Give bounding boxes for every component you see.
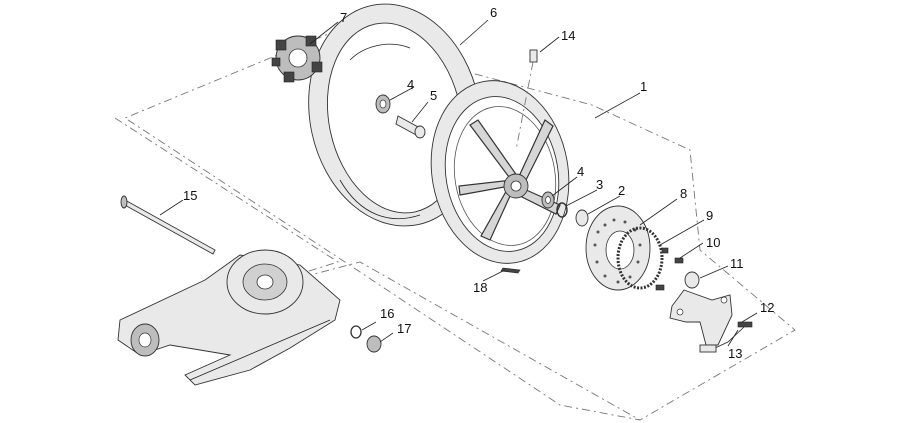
swingarm-bearing (366, 335, 382, 353)
callout-label-5: 5 (430, 88, 437, 103)
callout-label-14: 14 (561, 28, 575, 43)
callout-label-10: 10 (706, 235, 720, 250)
abs-tone-ring (616, 226, 664, 290)
caliper-bracket (669, 289, 733, 346)
callout-label-9: 9 (706, 208, 713, 223)
callout-label-8: 8 (680, 186, 687, 201)
callout-label-4-left: 4 (407, 77, 414, 92)
rear-rim (430, 80, 570, 264)
bearing-spacer (395, 115, 426, 139)
callout-label-16: 16 (380, 306, 394, 321)
swingarm-circlip (350, 325, 362, 339)
assembly-outline-wheel (124, 29, 796, 421)
callout-label-6: 6 (490, 5, 497, 20)
wheel-bearing-right (541, 191, 555, 209)
callout-label-3: 3 (596, 177, 603, 192)
callout-label-7: 7 (340, 10, 347, 25)
assembly-outline-swingarm (114, 117, 641, 421)
callout-label-15: 15 (183, 188, 197, 203)
callout-label-13: 13 (728, 346, 742, 361)
callout-label-4-right: 4 (577, 164, 584, 179)
callout-label-11: 11 (730, 256, 744, 271)
tyre-valve (515, 49, 538, 151)
circlip (556, 202, 568, 218)
clip-part (500, 267, 521, 274)
callout-label-17: 17 (397, 321, 411, 336)
callout-label-2: 2 (618, 183, 625, 198)
disc-bolts (655, 247, 684, 291)
callout-label-1: 1 (640, 79, 647, 94)
callout-label-12: 12 (760, 300, 774, 315)
caliper-spacer (684, 271, 700, 289)
abs-sensor (699, 321, 753, 353)
cush-drive-damper (271, 35, 323, 83)
swingarm (117, 249, 341, 386)
leader-lines (159, 19, 758, 347)
wheel-axle (120, 195, 216, 255)
oil-seal (575, 209, 589, 227)
wheel-bearing-left (375, 94, 391, 114)
callout-label-18: 18 (473, 280, 487, 295)
